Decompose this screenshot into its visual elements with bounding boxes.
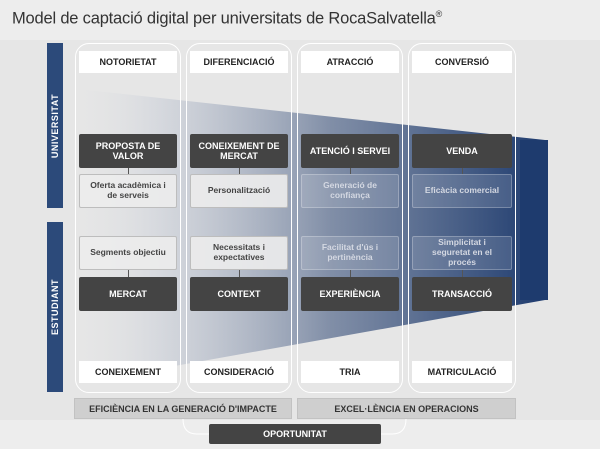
connector-line [239, 270, 240, 277]
connector-line [462, 270, 463, 277]
column-bottom-light-box: Necessitats i expectatives [190, 236, 288, 270]
column-top-light-box: Oferta acadèmica i de serveis [79, 174, 177, 208]
connector-line [462, 168, 463, 174]
column-top-light-box: Eficàcia comercial [412, 174, 512, 208]
column-bottom-light-box: Segments objectiu [79, 236, 177, 270]
column-header: DIFERENCIACIÓ [190, 51, 288, 73]
column-bottom-dark-box: EXPERIÈNCIA [301, 277, 399, 311]
column-outline-diferenciacio [186, 43, 292, 393]
column-header: ATRACCIÓ [301, 51, 399, 73]
bar-eficiencia: EFICIÈNCIA EN LA GENERACIÓ D'IMPACTE [74, 398, 292, 419]
page-title: Model de captació digital per universita… [12, 9, 443, 28]
connector-line [350, 270, 351, 277]
side-label-universitat: UNIVERSITAT [47, 43, 63, 208]
column-top-dark-box: CONEIXEMENT DE MERCAT [190, 134, 288, 168]
oportunitat-box: OPORTUNITAT [209, 424, 381, 444]
column-bottom-light-box: Simplicitat i seguretat en el procés [412, 236, 512, 270]
side-label-estudiant: ESTUDIANT [47, 222, 63, 392]
column-top-dark-box: ATENCIÓ I SERVEI [301, 134, 399, 168]
column-footer: CONEIXEMENT [79, 361, 177, 383]
registered-mark: ® [435, 9, 443, 19]
column-top-dark-box: PROPOSTA DE VALOR [79, 134, 177, 168]
column-outline-notorietat [75, 43, 181, 393]
column-top-dark-box: VENDA [412, 134, 512, 168]
column-footer: CONSIDERACIÓ [190, 361, 288, 383]
connector-line [239, 168, 240, 174]
connector-line [128, 270, 129, 277]
column-footer: TRIA [301, 361, 399, 383]
column-outline-atraccio [297, 43, 403, 393]
column-header: NOTORIETAT [79, 51, 177, 73]
connector-line [350, 168, 351, 174]
column-top-light-box: Personalització [190, 174, 288, 208]
column-bottom-dark-box: TRANSACCIÓ [412, 277, 512, 311]
bar-excellencia: EXCEL·LÈNCIA EN OPERACIONS [297, 398, 516, 419]
connector-line [128, 168, 129, 174]
column-outline-conversio [408, 43, 516, 393]
column-bottom-dark-box: MERCAT [79, 277, 177, 311]
column-bottom-dark-box: CONTEXT [190, 277, 288, 311]
column-bottom-light-box: Facilitat d'ús i pertinència [301, 236, 399, 270]
column-top-light-box: Generació de confiança [301, 174, 399, 208]
column-footer: MATRICULACIÓ [412, 361, 512, 383]
funnel-end-cap [520, 140, 548, 300]
column-header: CONVERSIÓ [412, 51, 512, 73]
